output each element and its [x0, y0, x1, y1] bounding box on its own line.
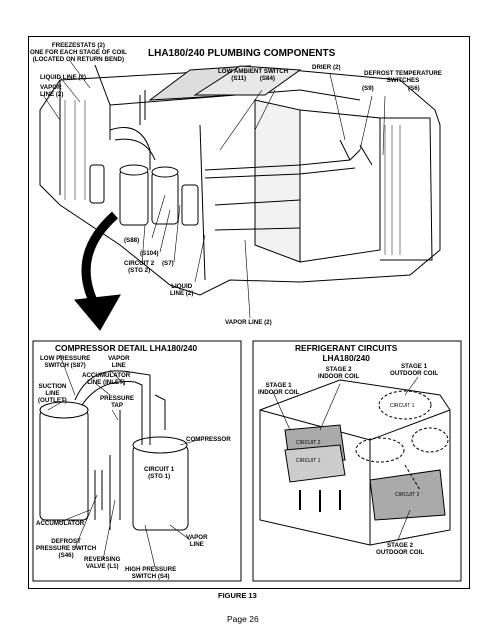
circuit2-tag-a: CIRCUIT 2 [296, 440, 321, 446]
compressor-detail-title: COMPRESSOR DETAIL LHA180/240 [55, 343, 198, 353]
figure-caption: FIGURE 13 [218, 591, 257, 600]
accumulator-label: ACCUMULATOR [36, 520, 85, 527]
stage1-indoor-coil-label: STAGE 1 INDOOR COIL [258, 382, 300, 396]
low-pressure-switch-label: LOW PRESSURE SWITCH (S87) [40, 355, 91, 369]
suction-line-label: SUCTION LINE (OUTLET) [38, 383, 67, 404]
liquid-line-2-label: LIQUID LINE (2) [170, 283, 194, 297]
circuit1-tag-b: CIRCUIT 1 [296, 458, 321, 464]
accumulator-line-label: ACCUMULATOR LINE (INLET) [82, 372, 131, 386]
liquid-line-label: LIQUID LINE (2) [40, 74, 87, 81]
pressure-tap-label: PRESSURE TAP [100, 395, 135, 409]
refrigerant-circuits-title: REFRIGERANT CIRCUITS LHA180/240 [295, 343, 398, 363]
drier-label: DRIER (2) [312, 64, 341, 71]
vapor-line-label-detail: VAPOR LINE [108, 355, 130, 369]
compressor-label: COMPRESSOR [186, 436, 231, 443]
stage2-indoor-coil-label: STAGE 2 INDOOR COIL [318, 366, 360, 380]
stage2-outdoor-coil-label: STAGE 2 OUTDOOR COIL [376, 542, 425, 556]
circuit2-label: CIRCUIT 2 (STG 2) [124, 260, 155, 274]
circuit1-label: CIRCUIT 1 (STG 1) [144, 466, 175, 480]
s9-label: (S9) [362, 85, 374, 92]
s6-label: (S6) [408, 85, 420, 92]
defrost-temperature-switches-label: DEFROST TEMPERATURE SWITCHES [364, 70, 442, 84]
circuit1-tag-a: CIRCUIT 1 [390, 403, 415, 409]
figure-frame [28, 36, 470, 589]
s88-label: (S88) [124, 237, 140, 244]
plumbing-title: LHA180/240 PLUMBING COMPONENTS [148, 48, 336, 59]
s7-label: (S7) [162, 260, 174, 267]
circuit2-tag-b: CIRCUIT 2 [395, 492, 420, 498]
vapor-line-2-label: VAPOR LINE (2) [225, 319, 272, 326]
freezestats-label: FREEZESTATS (2) ONE FOR EACH STAGE OF CO… [30, 42, 127, 63]
s104-label: (S104) [140, 250, 159, 257]
page-number: Page 26 [227, 614, 259, 624]
stage1-outdoor-coil-label: STAGE 1 OUTDOOR COIL [390, 363, 439, 377]
reversing-valve-label: REVERSING VALVE (L1) [84, 556, 121, 570]
defrost-pressure-switch-label: DEFROST PRESSURE SWITCH (S46) [36, 538, 97, 559]
high-pressure-switch-label: HIGH PRESSURE SWITCH (S4) [125, 566, 177, 580]
low-ambient-switch-label: LOW AMBIENT SWITCH (S11) (S84) [218, 68, 289, 82]
vapor-line-b-label: VAPOR LINE [186, 534, 208, 548]
vapor-line-label: VAPOR LINE (2) [40, 84, 64, 98]
